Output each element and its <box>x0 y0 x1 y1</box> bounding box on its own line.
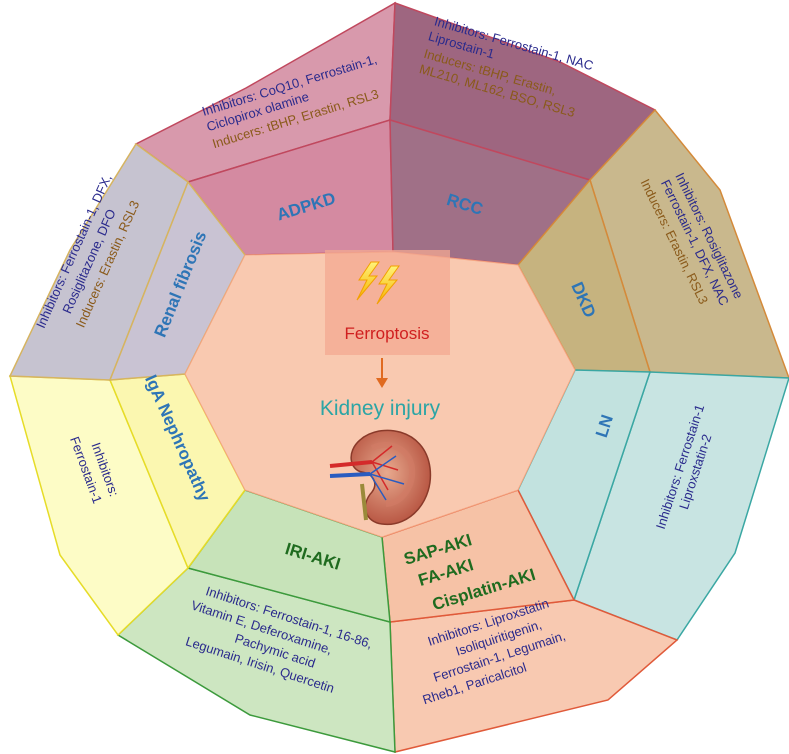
kidney-icon <box>329 429 432 526</box>
lightning-icon <box>356 261 400 305</box>
fibrosis-outer-panel <box>8 142 189 381</box>
ferroptosis-label: Ferroptosis <box>344 324 429 343</box>
ferroptosis-box <box>325 250 450 355</box>
kidney-injury-label: Kidney injury <box>320 397 441 420</box>
arrow-down-icon <box>376 358 388 388</box>
